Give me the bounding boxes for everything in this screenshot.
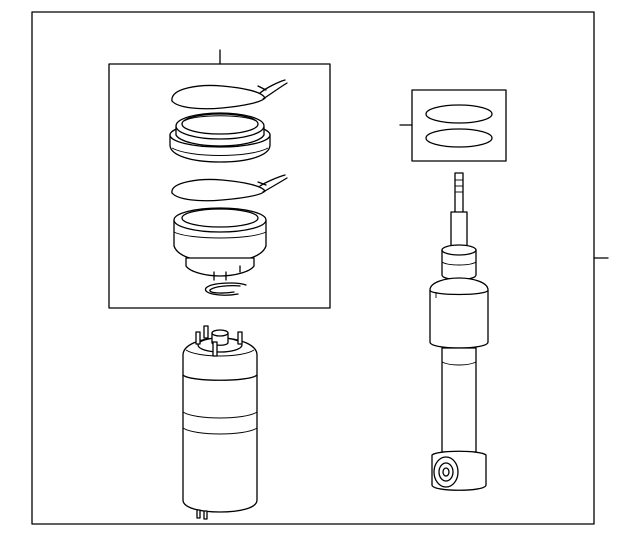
shock-absorber[interactable] [429,172,489,491]
lower-clamp-ring [171,174,288,202]
seal-rings[interactable] [399,89,507,162]
snap-ring [204,282,247,296]
air-spring[interactable] [182,325,258,520]
lower-seat [173,207,267,281]
seal-ring-upper [425,104,493,124]
assembly-frame [31,11,595,525]
air-spring-kit[interactable] [108,49,331,309]
seal-ring-lower [425,128,493,148]
upper-seat [169,112,271,163]
upper-clamp-ring [171,79,288,110]
seal-frame [411,89,507,162]
